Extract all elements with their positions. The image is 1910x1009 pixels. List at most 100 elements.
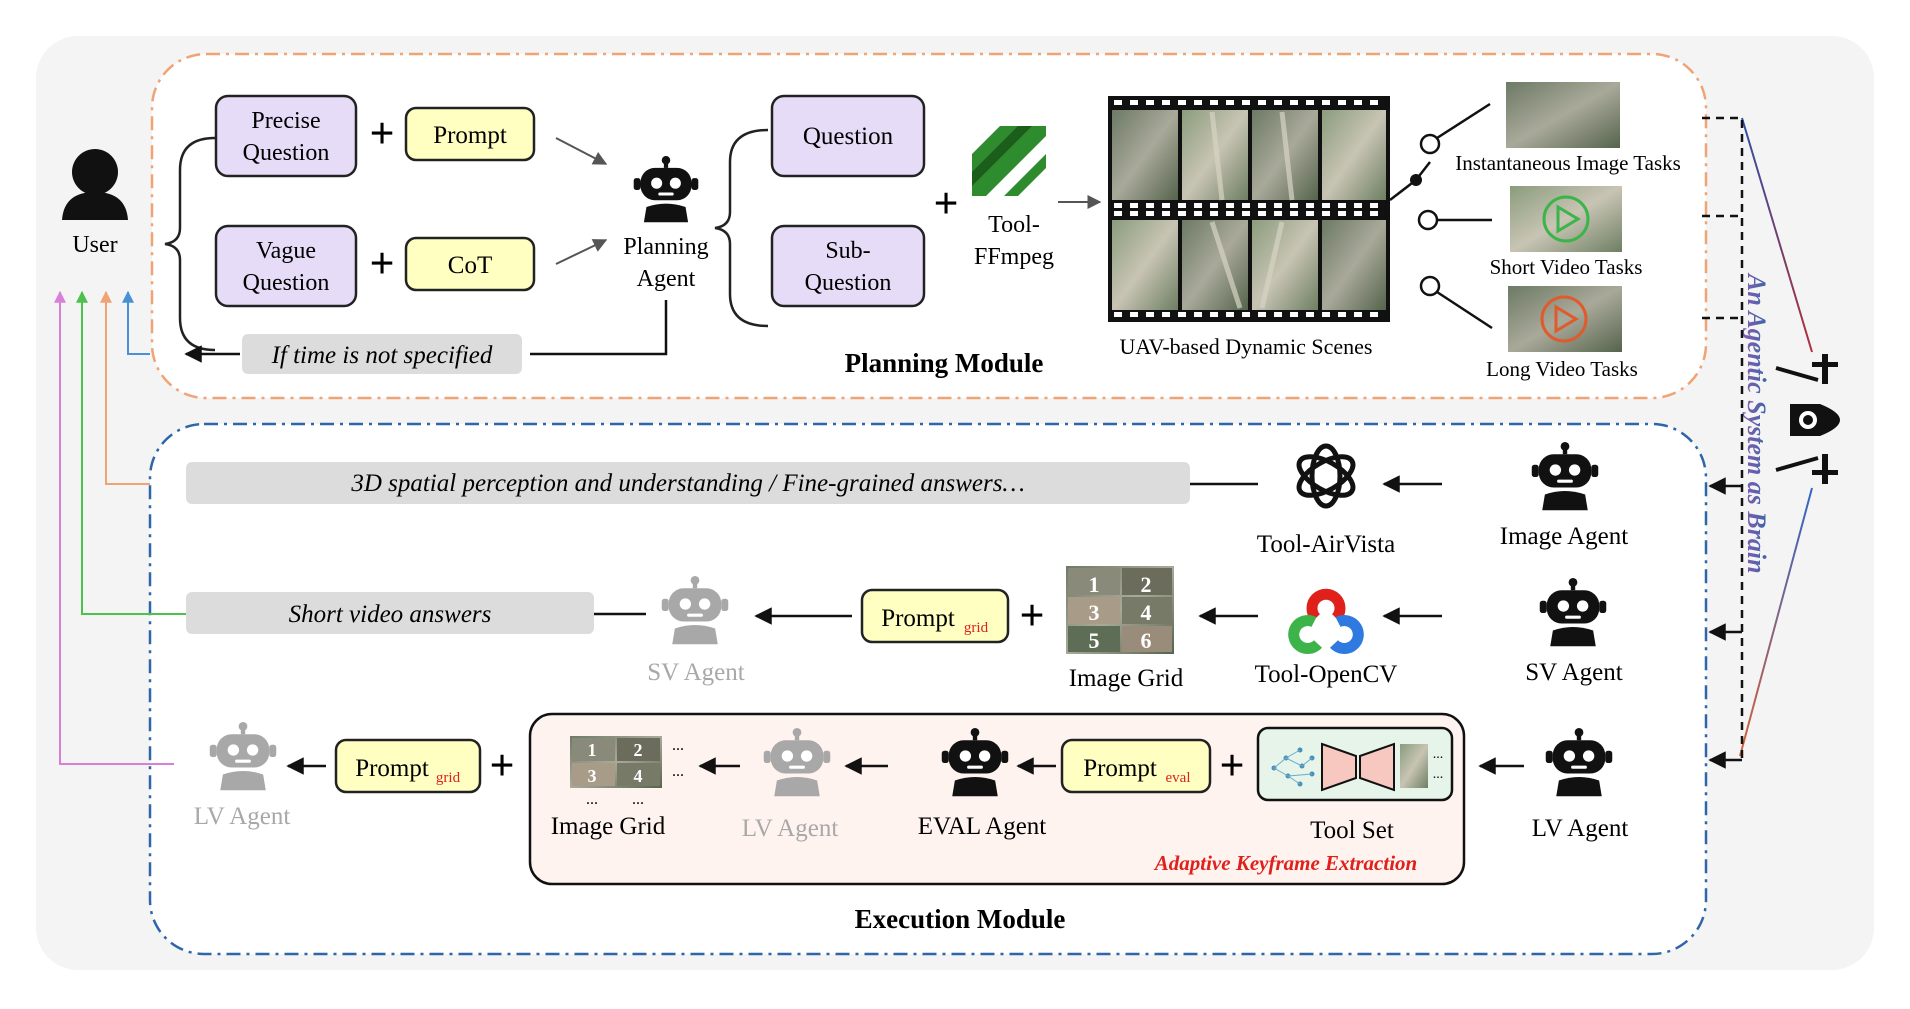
adaptive-keyframe-box	[528, 712, 1466, 886]
tool-ffmpeg-line1: Tool-	[988, 212, 1040, 238]
instantaneous-image-thumbnail	[1506, 82, 1620, 148]
time-note-connector	[530, 300, 668, 356]
vague-question-box	[214, 224, 358, 308]
prompt-eval-sub: eval	[1166, 770, 1191, 786]
return-arrow-image	[100, 290, 150, 485]
short-video-thumbnail	[1510, 186, 1622, 252]
grid-number: 1	[1089, 572, 1100, 597]
plus-sign: +	[933, 179, 958, 228]
image-answer-bar	[186, 462, 1190, 504]
adaptive-keyframe-label: Adaptive Keyframe Extraction	[1153, 851, 1417, 875]
execution-module-title: Execution Module	[855, 904, 1066, 934]
task-long-video: Long Video Tasks	[1486, 357, 1638, 381]
lv-inner-agent-label: LV Agent	[742, 815, 839, 842]
time-note-bar	[242, 334, 522, 374]
toolset-ellipsis: ...	[1433, 767, 1444, 782]
sv-agent-label: SV Agent	[1525, 659, 1623, 686]
sub-question-line1: Sub-	[825, 238, 870, 264]
eval-agent-label: EVAL Agent	[918, 813, 1047, 840]
grid-number: 4	[634, 766, 643, 786]
image-answer-label: 3D spatial perception and understanding …	[350, 470, 1024, 497]
task-short-video: Short Video Tasks	[1490, 255, 1643, 279]
prompt-eval-main: Prompt	[1083, 755, 1157, 782]
task-2-node	[1417, 209, 1439, 231]
grid-number: 4	[1141, 600, 1152, 625]
task-1-node	[1419, 133, 1441, 155]
grid-number: 5	[1089, 628, 1100, 653]
tool-ffmpeg-line2: FFmpeg	[974, 244, 1054, 270]
grid-number: 2	[634, 740, 643, 760]
prompt-grid-box-2	[334, 738, 482, 794]
planning-module-title: Planning Module	[845, 348, 1044, 378]
cot-box	[404, 236, 536, 292]
brain-label: An Agentic System as Brain	[1742, 272, 1771, 574]
grid-number: 3	[588, 766, 597, 786]
prompt-box	[404, 106, 536, 162]
return-arrow-time	[122, 290, 150, 355]
scenes-label: UAV-based Dynamic Scenes	[1120, 334, 1373, 359]
task-instantaneous-image: Instantaneous Image Tasks	[1455, 151, 1681, 175]
opencv-logo-icon	[1288, 588, 1364, 654]
arrow-to-planning-agent	[555, 239, 608, 265]
tool-set-box	[1256, 726, 1454, 802]
plus-sign: +	[1219, 741, 1244, 790]
task-3-node	[1419, 275, 1441, 297]
grid-number: 2	[1141, 572, 1152, 597]
right-brace	[714, 128, 769, 328]
planning-agent-line2: Agent	[637, 266, 696, 292]
grid-ellipsis: ...	[586, 791, 598, 808]
plus-sign: +	[369, 109, 394, 158]
plus-sign: +	[489, 741, 514, 790]
vague-question-line2: Question	[243, 270, 330, 296]
short-video-answer-bar	[186, 592, 594, 634]
long-video-thumbnail	[1508, 286, 1622, 352]
prompt-grid-box	[860, 588, 1010, 644]
openai-logo-icon	[1296, 443, 1356, 509]
grid-ellipsis: ...	[672, 737, 684, 754]
left-brace	[164, 136, 216, 352]
precise-question-line2: Question	[243, 140, 330, 166]
planning-agent-line1: Planning	[623, 234, 708, 260]
image-agent-label: Image Agent	[1500, 523, 1628, 550]
plus-sign: +	[369, 239, 394, 288]
sv-result-agent-label: SV Agent	[647, 659, 745, 686]
grid-ellipsis: ...	[672, 763, 684, 780]
grid-number: 3	[1089, 600, 1100, 625]
vague-question-line1: Vague	[256, 238, 316, 264]
dispatch-lines	[1702, 116, 1744, 769]
brain-link-line	[1739, 487, 1813, 757]
image-grid-label-2: Image Grid	[551, 813, 666, 840]
lv-result-agent-label: LV Agent	[194, 803, 291, 830]
time-note-label: If time is not specified	[271, 342, 493, 369]
grid-number: 6	[1141, 628, 1152, 653]
question-label: Question	[803, 123, 894, 150]
tool-airvista-label: Tool-AirVista	[1257, 531, 1395, 558]
image-grid-6	[1066, 566, 1174, 654]
sub-question-line2: Question	[805, 270, 892, 296]
brain-link-line	[1741, 117, 1813, 353]
uav-film-strip	[1108, 96, 1390, 322]
toolset-ellipsis: ...	[1433, 747, 1444, 762]
sub-question-box	[770, 224, 926, 308]
return-arrow-short-video	[76, 290, 186, 615]
prompt-grid-sub: grid	[964, 620, 989, 636]
ffmpeg-logo-icon	[972, 126, 1046, 196]
prompt-label: Prompt	[433, 122, 507, 149]
tool-opencv-label: Tool-OpenCV	[1255, 661, 1398, 688]
short-video-answer-label: Short video answers	[289, 601, 492, 628]
return-arrow-long-video	[54, 290, 174, 765]
grid-ellipsis: ...	[632, 791, 644, 808]
precise-question-line1: Precise	[251, 108, 320, 134]
precise-question-box	[214, 94, 358, 178]
plus-sign: +	[1019, 591, 1044, 640]
tool-set-label: Tool Set	[1310, 817, 1394, 844]
question-box	[770, 94, 926, 178]
drone-icon	[1775, 354, 1840, 484]
task-1-line	[1436, 102, 1491, 140]
task-connector	[1389, 179, 1417, 201]
user-label: User	[72, 232, 117, 258]
prompt-eval-box	[1060, 738, 1212, 794]
user-icon	[62, 149, 128, 220]
